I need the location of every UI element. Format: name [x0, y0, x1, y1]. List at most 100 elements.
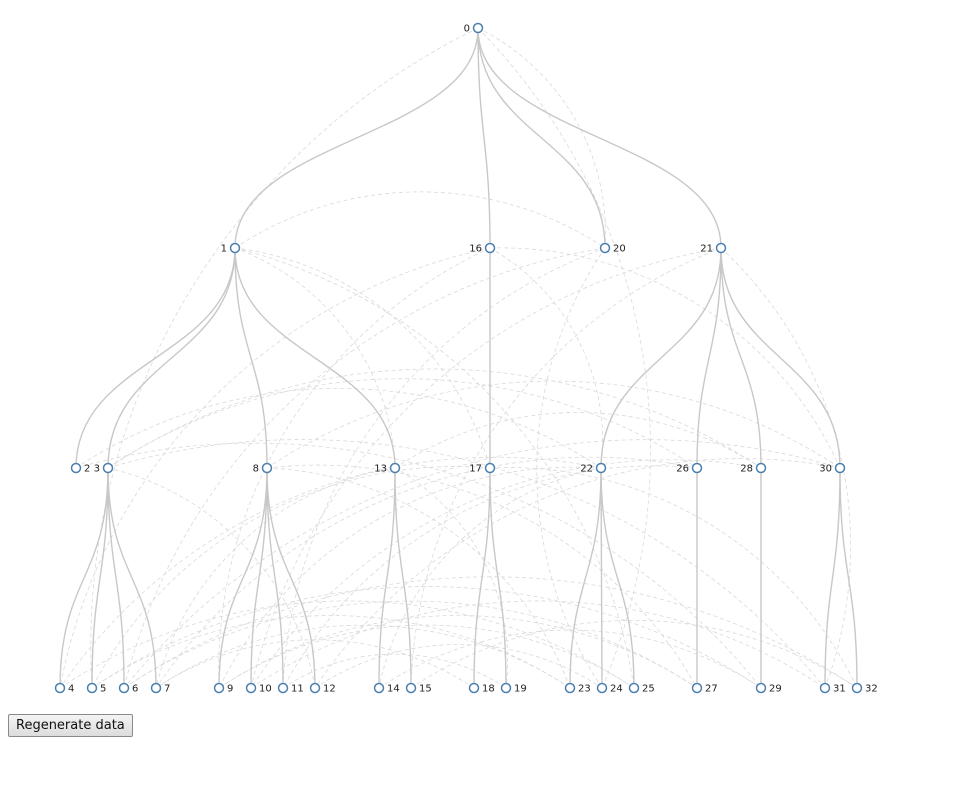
- node-circle[interactable]: [150, 682, 162, 694]
- node-circle[interactable]: [309, 682, 321, 694]
- tree-node-17[interactable]: 17: [469, 462, 496, 475]
- node-circle[interactable]: [213, 682, 225, 694]
- node-label: 18: [482, 684, 495, 695]
- cross-link-17-5: [91, 466, 491, 689]
- cross-link-1-13: [234, 247, 396, 469]
- tree-node-28[interactable]: 28: [740, 462, 767, 475]
- node-circle[interactable]: [595, 462, 607, 474]
- node-label: 9: [227, 684, 233, 695]
- tree-node-27[interactable]: 27: [691, 682, 718, 695]
- tree-node-5[interactable]: 5: [86, 682, 107, 695]
- node-label: 2: [84, 464, 90, 475]
- tree-link-8-11: [266, 467, 284, 689]
- cross-link-10-31: [250, 600, 826, 689]
- node-label: 32: [865, 684, 878, 695]
- node-circle[interactable]: [691, 462, 703, 474]
- node-circle[interactable]: [277, 682, 289, 694]
- tree-link-8-12: [266, 467, 316, 689]
- node-circle[interactable]: [500, 682, 512, 694]
- node-circle[interactable]: [229, 242, 241, 254]
- node-circle[interactable]: [472, 22, 484, 34]
- node-circle[interactable]: [54, 682, 66, 694]
- tree-node-21[interactable]: 21: [700, 242, 727, 255]
- tree-link-22-25: [600, 467, 635, 689]
- node-label: 6: [132, 684, 138, 695]
- tree-link-13-15: [394, 467, 412, 689]
- node-label: 25: [642, 684, 655, 695]
- tree-node-11[interactable]: 11: [277, 682, 304, 695]
- tree-node-7[interactable]: 7: [150, 682, 171, 695]
- node-circle[interactable]: [484, 462, 496, 474]
- tree-node-24[interactable]: 24: [596, 682, 623, 695]
- node-circle[interactable]: [484, 242, 496, 254]
- tree-node-9[interactable]: 9: [213, 682, 234, 695]
- regenerate-data-button[interactable]: Regenerate data: [8, 714, 133, 737]
- node-label: 20: [613, 244, 626, 255]
- node-label: 22: [580, 464, 593, 475]
- node-circle[interactable]: [819, 682, 831, 694]
- node-circle[interactable]: [468, 682, 480, 694]
- node-circle[interactable]: [851, 682, 863, 694]
- node-label: 13: [374, 464, 387, 475]
- tree-node-22[interactable]: 22: [580, 462, 607, 475]
- tree-node-10[interactable]: 10: [245, 682, 272, 695]
- tree-node-4[interactable]: 4: [54, 682, 75, 695]
- node-circle[interactable]: [755, 682, 767, 694]
- node-circle[interactable]: [628, 682, 640, 694]
- tree-link-0-20: [477, 27, 606, 249]
- tree-node-30[interactable]: 30: [819, 462, 846, 475]
- tree-node-20[interactable]: 20: [599, 242, 626, 255]
- node-circle[interactable]: [596, 682, 608, 694]
- tree-node-8[interactable]: 8: [253, 462, 273, 475]
- node-circle[interactable]: [118, 682, 130, 694]
- tree-node-29[interactable]: 29: [755, 682, 782, 695]
- tree-node-31[interactable]: 31: [819, 682, 846, 695]
- node-circle[interactable]: [715, 242, 727, 254]
- tree-node-16[interactable]: 16: [469, 242, 496, 255]
- tree-node-12[interactable]: 12: [309, 682, 336, 695]
- node-circle[interactable]: [373, 682, 385, 694]
- node-circle[interactable]: [834, 462, 846, 474]
- tree-link-21-30: [720, 247, 841, 469]
- node-circle[interactable]: [599, 242, 611, 254]
- cross-link-13-19: [394, 467, 509, 689]
- node-label: 0: [464, 24, 470, 35]
- tree-node-23[interactable]: 23: [564, 682, 591, 695]
- tree-node-13[interactable]: 13: [374, 462, 401, 475]
- tree-link-1-3: [107, 247, 236, 469]
- node-circle[interactable]: [405, 682, 417, 694]
- tree-node-3[interactable]: 3: [94, 462, 114, 475]
- tree-node-32[interactable]: 32: [851, 682, 878, 695]
- tree-node-0[interactable]: 0: [464, 22, 484, 35]
- tree-node-25[interactable]: 25: [628, 682, 655, 695]
- tree-node-14[interactable]: 14: [373, 682, 400, 695]
- node-label: 3: [94, 464, 100, 475]
- node-circle[interactable]: [102, 462, 114, 474]
- tree-node-19[interactable]: 19: [500, 682, 527, 695]
- node-circle[interactable]: [389, 462, 401, 474]
- cross-link-12-24: [314, 644, 603, 689]
- node-label: 1: [221, 244, 227, 255]
- node-label: 28: [740, 464, 753, 475]
- tree-node-26[interactable]: 26: [676, 462, 703, 475]
- node-circle[interactable]: [245, 682, 257, 694]
- tree-node-2[interactable]: 2: [70, 462, 91, 475]
- tree-node-18[interactable]: 18: [468, 682, 495, 695]
- node-circle[interactable]: [86, 682, 98, 694]
- tree-link-21-28: [720, 247, 762, 469]
- node-label: 23: [578, 684, 591, 695]
- tree-node-1[interactable]: 1: [221, 242, 241, 255]
- tree-node-15[interactable]: 15: [405, 682, 432, 695]
- cross-link-3-31: [107, 439, 826, 689]
- tree-node-6[interactable]: 6: [118, 682, 139, 695]
- cross-link-26-7: [155, 456, 698, 689]
- node-circle[interactable]: [70, 462, 82, 474]
- node-circle[interactable]: [755, 462, 767, 474]
- node-circle[interactable]: [564, 682, 576, 694]
- node-circle[interactable]: [261, 462, 273, 474]
- cross-link-2-22: [75, 388, 602, 469]
- node-circle[interactable]: [691, 682, 703, 694]
- cross-link-28-3: [107, 368, 762, 469]
- cross-link-26-11: [282, 465, 698, 689]
